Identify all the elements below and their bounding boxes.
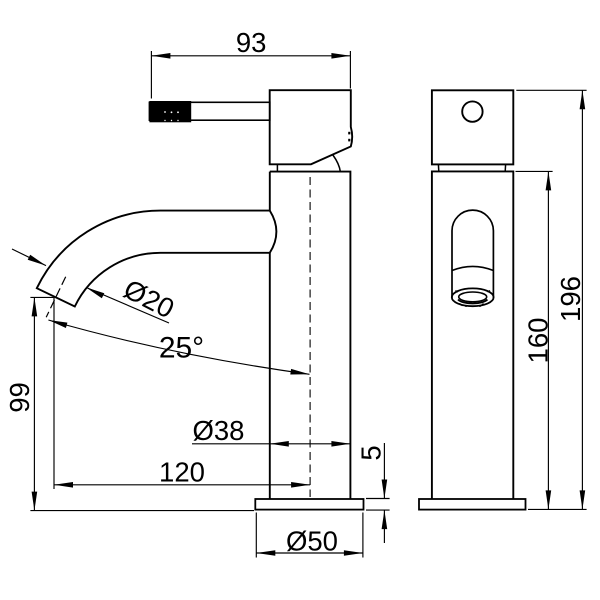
svg-text:Ø38: Ø38 — [193, 415, 245, 446]
svg-text:120: 120 — [159, 456, 205, 487]
svg-text:160: 160 — [523, 318, 554, 364]
svg-text:196: 196 — [555, 276, 586, 322]
svg-text:25°: 25° — [159, 332, 204, 365]
svg-text:99: 99 — [4, 382, 35, 413]
svg-text:5: 5 — [355, 445, 386, 460]
svg-text:93: 93 — [236, 27, 267, 58]
svg-text:Ø50: Ø50 — [286, 526, 338, 557]
